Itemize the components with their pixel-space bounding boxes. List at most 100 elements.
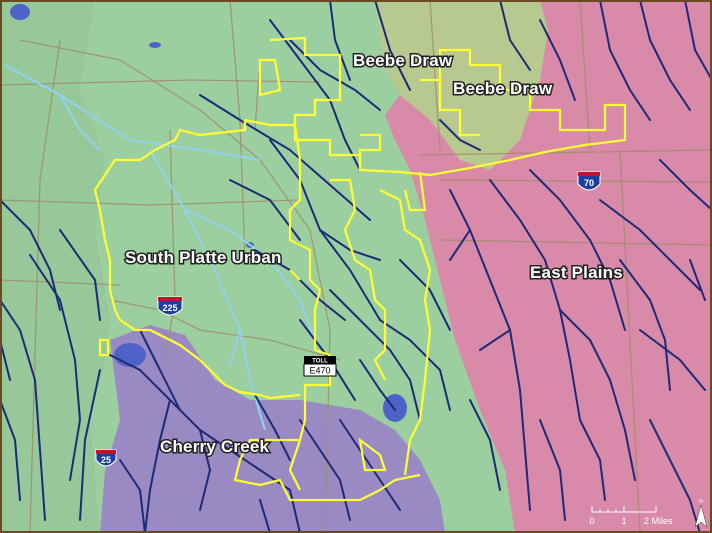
stream-light [4,64,261,161]
stream [539,19,576,101]
road [439,179,712,183]
i225-shield: 225 [157,296,183,316]
road [0,199,301,206]
stream-light [59,94,101,151]
stream [449,229,471,261]
stream-light [184,209,316,341]
stream [559,309,636,481]
stream [229,449,301,533]
stream [329,0,351,81]
north-arrow: N [694,499,708,528]
boundary-line [269,36,627,177]
stream [254,249,346,321]
label-beebe-draw-upper: Beebe Draw [353,51,453,70]
interstate-shield-icon [157,296,183,316]
stream [479,329,511,351]
boundary-line [358,133,382,170]
boundary-line [233,348,421,502]
boundary-line [379,189,432,476]
stream [489,179,581,421]
e470-label: E470 [309,366,330,376]
road [439,239,712,246]
label-cherry-creek: Cherry Creek [160,437,270,456]
lake [114,343,146,367]
shield-band [578,172,600,176]
boundary-line [358,437,387,472]
stream [144,399,171,533]
stream [399,259,451,331]
scale-tick-0: 0 [589,516,594,526]
stream [539,419,566,521]
boundary-line [244,118,322,350]
stream [529,169,626,331]
stream [319,229,381,261]
stream [469,399,501,491]
stream [199,429,212,511]
stream [639,0,691,111]
stream [599,199,701,291]
road [429,0,441,151]
road [29,39,61,533]
stream [254,394,291,461]
i225-label: 225 [162,303,177,313]
road [109,299,341,361]
road [0,279,121,286]
i25-shield: 25 [95,449,117,467]
label-east-plains: East Plains [530,263,623,282]
boundary-line [93,120,301,400]
stream [119,459,146,533]
i70-label: 70 [584,178,594,188]
stream [359,359,396,411]
shield-band [158,297,182,301]
region-cherry-creek [100,325,445,533]
north-arrow-icon [694,504,708,528]
boundary-line [403,171,427,212]
boundary-line [288,439,302,491]
label-south-platte-urban: South Platte Urban [125,248,282,267]
label-beebe-draw-lower: Beebe Draw [453,79,553,98]
scale-bar: 0 1 2 Miles [589,506,673,526]
stream [619,259,671,391]
stream [579,419,606,501]
e470-toll-shield: TOLL E470 [303,356,337,377]
stream [659,159,712,211]
lake [10,4,30,20]
lake [149,42,161,48]
stream [79,369,101,521]
toll-label: TOLL [312,359,328,365]
stream [59,229,101,321]
stream [639,329,706,391]
boundary-line [289,269,301,281]
region-east-plains [385,0,712,533]
shield-band [96,450,116,454]
stream [139,329,181,411]
stream [29,254,82,481]
road [579,0,591,151]
stream [599,0,651,121]
stream [499,0,531,71]
toll-band [304,356,336,364]
stream [684,0,712,81]
boundary-line [98,338,110,357]
road [419,149,712,156]
stream [374,0,411,91]
stream [199,94,371,221]
stream [689,259,706,301]
toll-plate [303,363,337,377]
north-label: N [699,499,703,505]
road [0,79,321,86]
stream-light [229,329,241,366]
boundary-line [438,80,480,137]
stream [439,119,481,151]
road [619,149,641,533]
boundary-line [258,58,282,97]
stream-light [149,149,266,431]
stream [0,299,46,521]
service-area-boundary [93,36,627,502]
stream [329,289,421,421]
i70-shield: 70 [577,171,601,191]
stream [0,399,21,501]
